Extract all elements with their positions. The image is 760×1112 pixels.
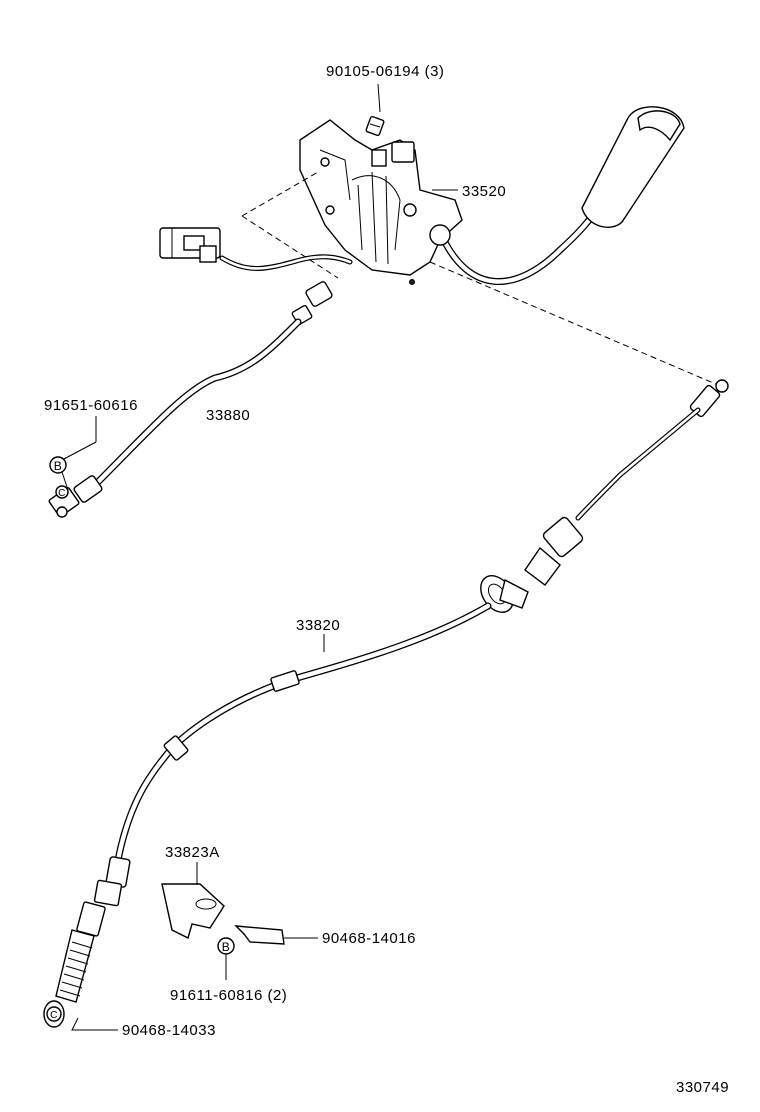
bracket-33823A bbox=[161, 862, 225, 940]
svg-text:C: C bbox=[58, 488, 66, 499]
marker-b-lower: B bbox=[217, 937, 235, 955]
marker-c-upper: C bbox=[55, 485, 69, 499]
connector-harness bbox=[159, 227, 353, 271]
label-control-cable-33880: 33880 bbox=[206, 407, 250, 424]
label-shift-cable-33820: 33820 bbox=[296, 617, 340, 634]
clip-icon bbox=[234, 925, 318, 945]
label-clip-upper: 90468-14016 bbox=[322, 930, 416, 947]
svg-text:B: B bbox=[222, 940, 231, 954]
shift-lever-assembly bbox=[299, 106, 685, 285]
clip-lower-icon bbox=[71, 1017, 118, 1031]
marker-b-upper: B bbox=[49, 456, 67, 474]
label-harness-clamp: 91651-60616 bbox=[44, 397, 138, 414]
control-cable-33880 bbox=[48, 281, 333, 518]
marker-c-lower: C bbox=[46, 1006, 62, 1022]
label-clip-lower: 90468-14033 bbox=[122, 1022, 216, 1039]
bolt-icon bbox=[365, 83, 385, 137]
label-bracket-33823A: 33823A bbox=[165, 844, 220, 861]
shift-cable-33820 bbox=[43, 379, 729, 1028]
label-shift-lever-assy: 33520 bbox=[462, 183, 506, 200]
svg-text:C: C bbox=[50, 1010, 58, 1021]
label-bolt-lower: 91611-60816 (2) bbox=[170, 987, 287, 1004]
figure-number: 330749 bbox=[676, 1079, 729, 1096]
label-bolt: 90105-06194 (3) bbox=[326, 63, 444, 80]
svg-text:B: B bbox=[54, 459, 63, 473]
